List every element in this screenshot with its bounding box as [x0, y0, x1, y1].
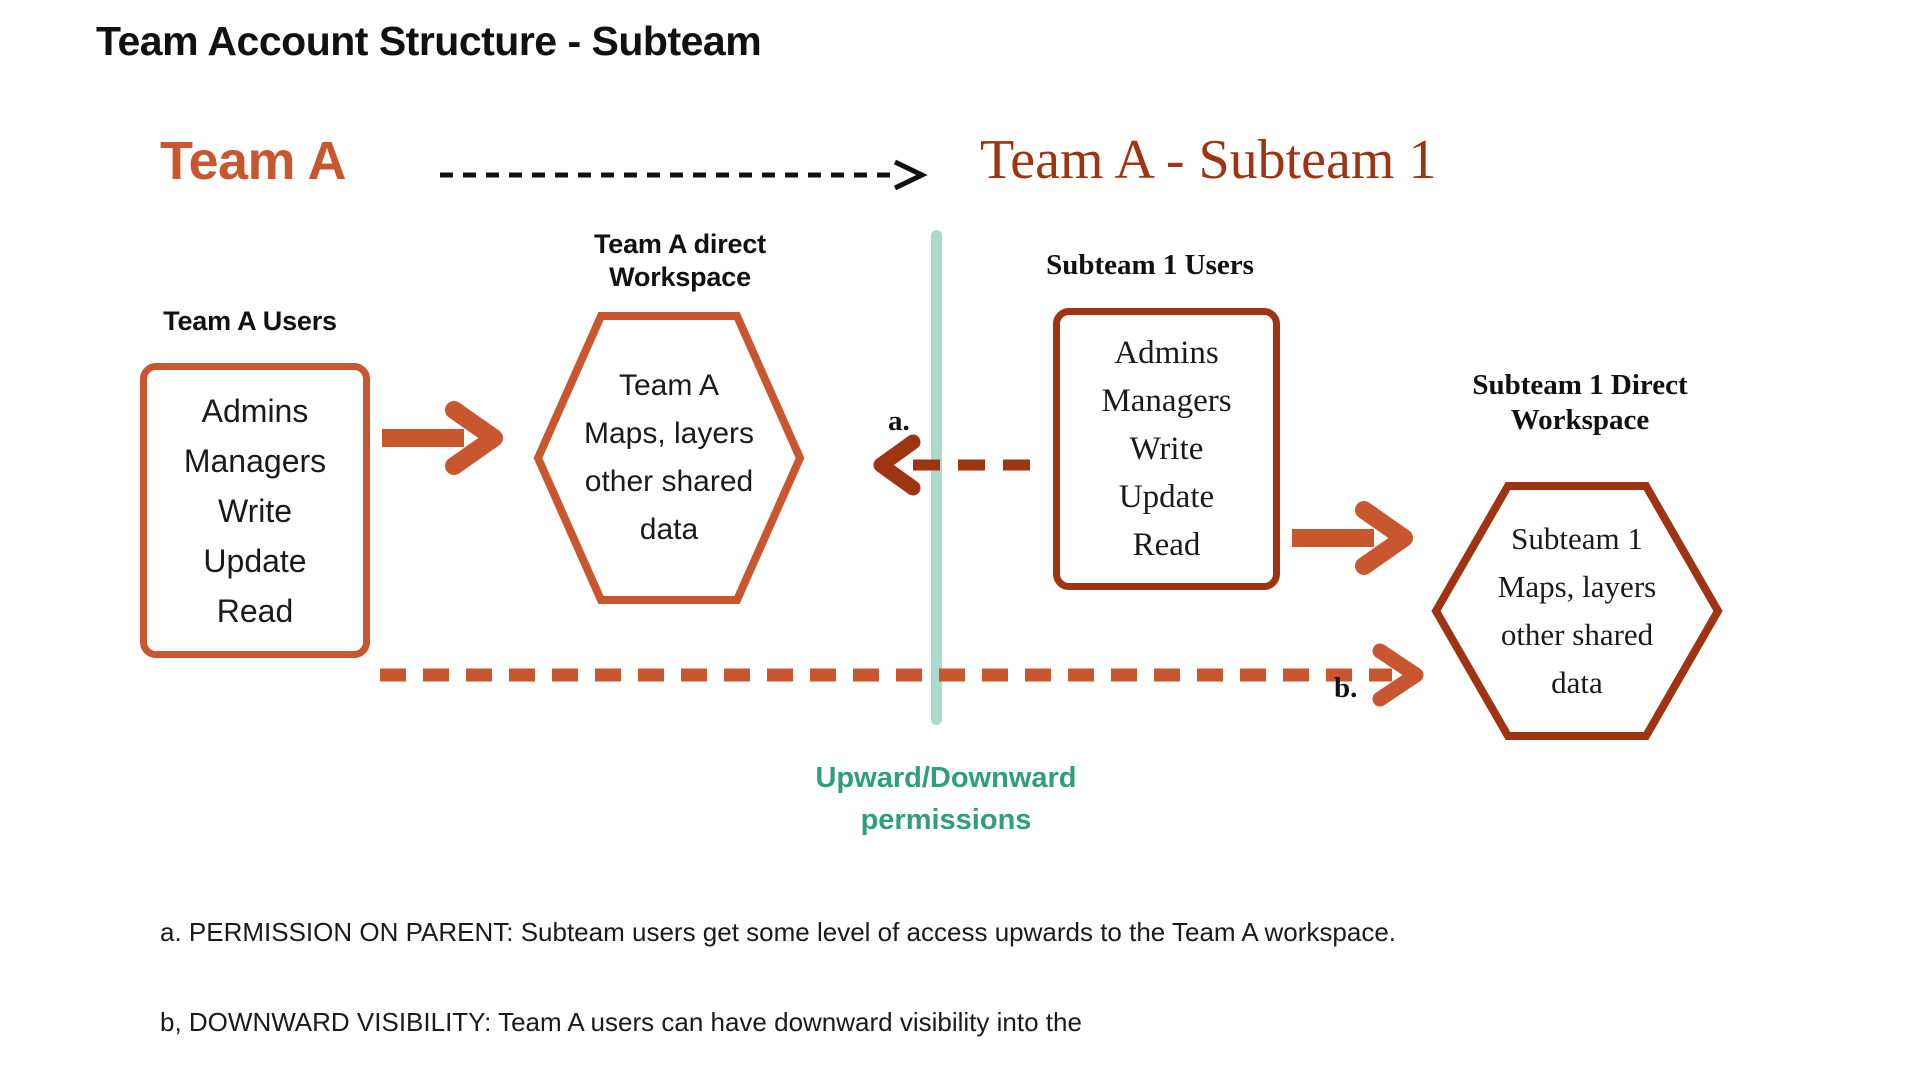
- content-line: other shared: [584, 465, 754, 498]
- team-a-users-box: Admins Managers Write Update Read: [140, 363, 370, 658]
- subteam-workspace-hexagon: Subteam 1 Maps, layers other shared data: [1431, 482, 1723, 740]
- team-a-workspace-content: Team A Maps, layers other shared data: [534, 312, 804, 604]
- team-a-users-label: Team A Users: [163, 306, 337, 336]
- role-item: Read: [1132, 527, 1201, 563]
- content-line: other shared: [1500, 617, 1654, 652]
- caption-line-2: permissions: [860, 804, 1032, 837]
- content-line: Maps, layers: [1497, 569, 1657, 604]
- role-item: Update: [203, 542, 307, 579]
- subteam-users-label: Subteam 1 Users: [1046, 249, 1254, 281]
- permissions-caption: Upward/Downward permissions: [736, 757, 1156, 841]
- page-title: Team Account Structure - Subteam: [96, 18, 762, 64]
- content-line: Subteam 1: [1511, 521, 1643, 556]
- team-a-workspace-hexagon: Team A Maps, layers other shared data: [533, 312, 805, 604]
- subteam-users-box: Admins Managers Write Update Read: [1053, 308, 1280, 590]
- footnote-a: a. PERMISSION ON PARENT: Subteam users g…: [160, 917, 1397, 947]
- content-line: Team A: [618, 369, 720, 402]
- role-item: Write: [1129, 431, 1204, 467]
- role-item: Update: [1118, 479, 1215, 515]
- caption-line-1: Upward/Downward: [815, 762, 1077, 794]
- team-a-to-subteam-arrow: [440, 159, 940, 191]
- downward-visibility-arrow: [380, 643, 1450, 707]
- content-line: data: [639, 513, 699, 546]
- subteam-workspace-content: Subteam 1 Maps, layers other shared data: [1432, 482, 1722, 740]
- footnote-b: b, DOWNWARD VISIBILITY: Team A users can…: [160, 1007, 1082, 1037]
- marker-a-label: a.: [888, 405, 910, 437]
- role-item: Managers: [1101, 383, 1232, 419]
- label-line-1: Team A direct: [594, 229, 766, 259]
- permission-on-parent-arrow: [855, 434, 1035, 496]
- role-item: Admins: [201, 392, 309, 429]
- label-line-1: Subteam 1 Direct: [1472, 369, 1688, 401]
- role-item: Read: [216, 592, 294, 629]
- subteam-heading: Team A - Subteam 1: [980, 129, 1437, 191]
- role-item: Write: [217, 492, 293, 529]
- content-line: data: [1551, 665, 1603, 700]
- role-item: Admins: [1114, 335, 1219, 371]
- marker-b-label: b.: [1334, 672, 1358, 704]
- subteam-users-to-workspace-arrow: [1292, 500, 1422, 576]
- team-a-heading: Team A: [160, 131, 347, 191]
- permissions-divider: [931, 230, 942, 725]
- label-line-2: Workspace: [1510, 404, 1650, 437]
- team-a-workspace-label: Team A direct Workspace: [530, 228, 830, 294]
- team-a-users-to-workspace-arrow: [382, 400, 512, 476]
- label-line-2: Workspace: [609, 261, 751, 292]
- content-line: Maps, layers: [583, 417, 755, 450]
- subteam-workspace-label: Subteam 1 Direct Workspace: [1400, 368, 1760, 439]
- role-item: Managers: [183, 442, 327, 479]
